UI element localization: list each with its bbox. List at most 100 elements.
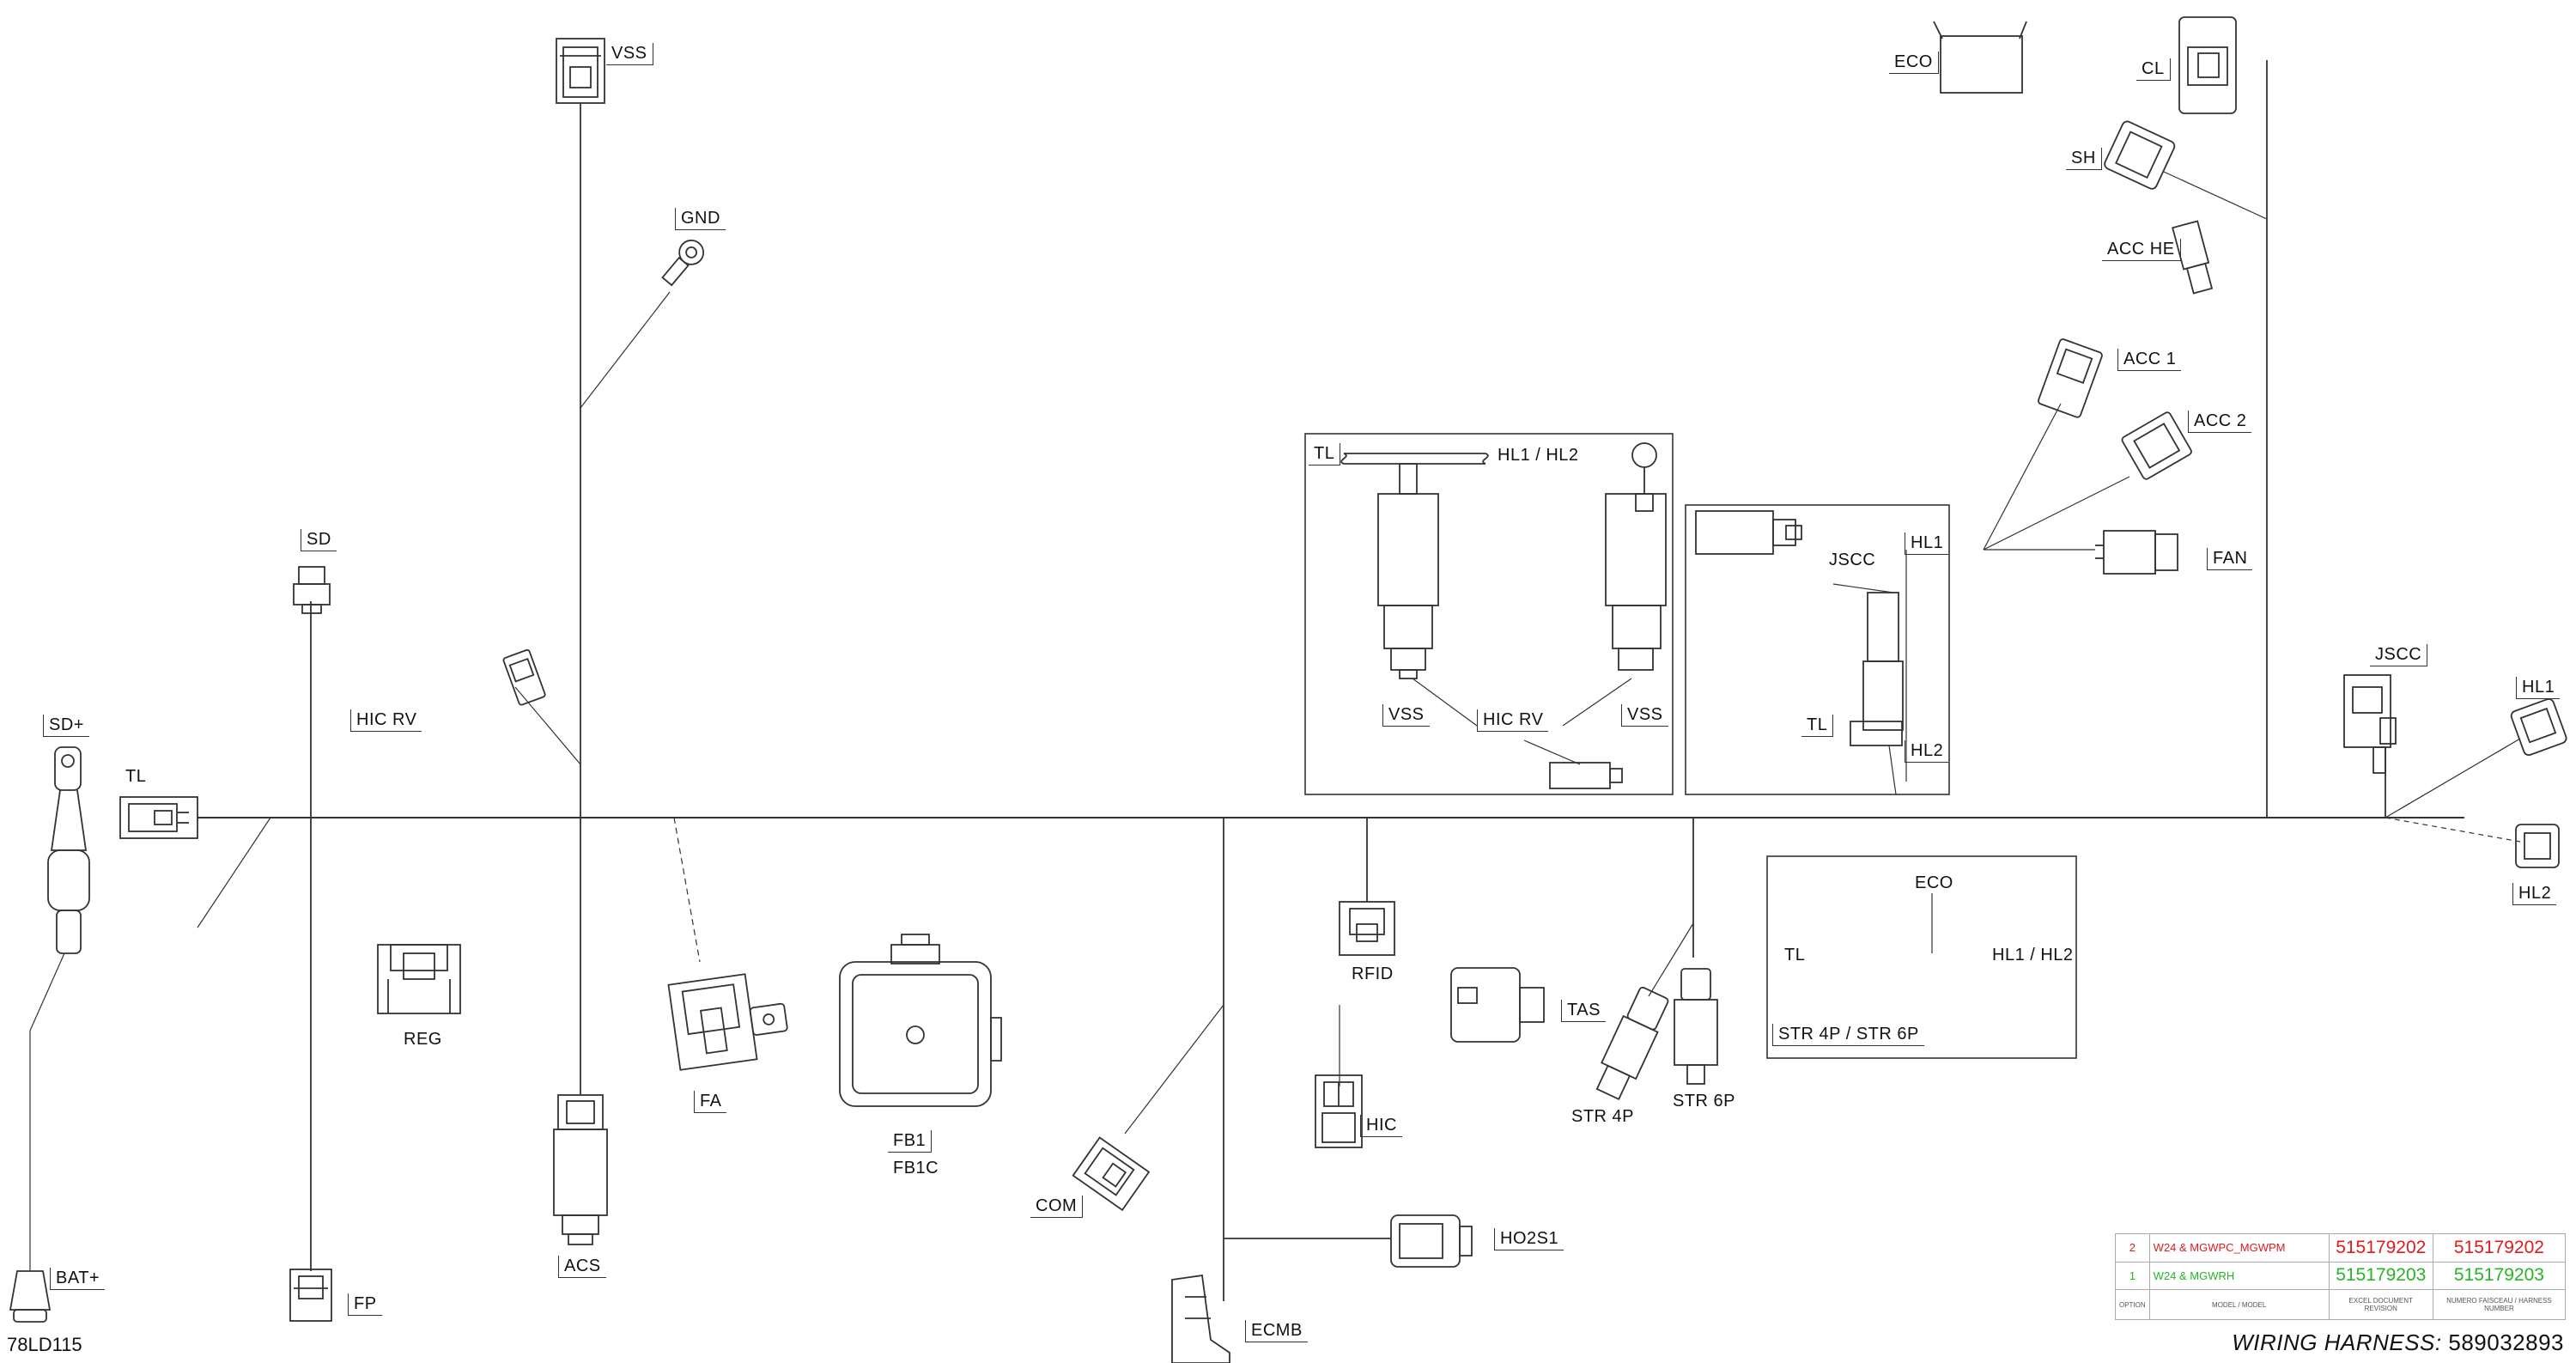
detail-a-label-vss-left: VSS xyxy=(1382,704,1430,727)
sd-connector xyxy=(293,566,331,614)
drawing-code: 78LD115 xyxy=(7,1334,82,1355)
label-sd-plus: SD+ xyxy=(43,715,89,737)
detail-b-jscc-connector xyxy=(1695,510,1802,555)
rev-header-doc: EXCEL DOCUMENT REVISION xyxy=(2328,1289,2433,1320)
hic-connector xyxy=(1315,1074,1363,1148)
rev-harness-number: 515179203 xyxy=(2432,1261,2567,1291)
label-str4p: STR 4P xyxy=(1571,1107,1635,1126)
str4p-connector xyxy=(1595,986,1669,1101)
rev-model: W24 & MGWPC_MGWPM xyxy=(2148,1233,2330,1263)
rev-doc-number: 515179202 xyxy=(2328,1233,2433,1263)
label-hic-rv: HIC RV xyxy=(350,709,422,732)
acc1-connector xyxy=(2038,338,2103,418)
acc-he-connector xyxy=(2172,220,2214,295)
rev-header-option: OPTION xyxy=(2115,1289,2150,1320)
reg-connector xyxy=(377,944,461,1014)
detail-c-label-str: STR 4P / STR 6P xyxy=(1772,1024,1924,1046)
label-rfid: RFID xyxy=(1352,964,1394,983)
rev-harness-number: 515179202 xyxy=(2432,1233,2567,1263)
harness-number: 589032893 xyxy=(2448,1330,2564,1355)
hl2-connector xyxy=(2515,824,2560,868)
detail-c-label-eco: ECO xyxy=(1915,873,1953,892)
detail-b-label-hl2: HL2 xyxy=(1905,740,1949,763)
detail-b-label-tl: TL xyxy=(1801,715,1834,737)
detail-a-label-hl1-hl2: HL1 / HL2 xyxy=(1498,446,1579,465)
label-hic: HIC xyxy=(1360,1115,1402,1137)
str6p-connector xyxy=(1674,968,1718,1085)
label-fan: FAN xyxy=(2207,548,2253,570)
revision-header-row: OPTION MODEL / MODEL EXCEL DOCUMENT REVI… xyxy=(2115,1289,2567,1320)
harness-title: WIRING HARNESS: 589032893 xyxy=(2232,1330,2564,1356)
detail-b-label-hl1: HL1 xyxy=(1905,532,1949,555)
hic-rv-connector xyxy=(502,648,546,706)
detail-a-right-connector xyxy=(1605,493,1667,671)
detail-box-b xyxy=(1685,504,1950,795)
tl-connector xyxy=(119,796,198,839)
label-hl2: HL2 xyxy=(2512,883,2557,905)
rev-model: W24 & MGWRH xyxy=(2148,1261,2330,1291)
label-fb1c: FB1C xyxy=(893,1159,939,1177)
acc2-connector xyxy=(2121,411,2192,480)
label-reg: REG xyxy=(404,1030,442,1049)
revision-row-1: 1 W24 & MGWRH 515179203 515179203 xyxy=(2115,1261,2567,1291)
label-fa: FA xyxy=(694,1091,727,1113)
label-acc2: ACC 2 xyxy=(2188,411,2252,433)
label-ecmb: ECMB xyxy=(1245,1320,1308,1342)
rev-header-harness: NUMERO FAISCEAU / HARNESS NUMBER xyxy=(2432,1289,2567,1320)
rev-doc-number: 515179203 xyxy=(2328,1261,2433,1291)
label-sd: SD xyxy=(301,529,337,551)
cl-connector xyxy=(2178,16,2237,114)
rev-header-model: MODEL / MODEL xyxy=(2148,1289,2330,1320)
gnd-ring-terminal xyxy=(661,239,705,287)
detail-box-c xyxy=(1766,855,2077,1059)
detail-b-label-jscc: JSCC xyxy=(1829,551,1876,569)
detail-a-label-vss-right: VSS xyxy=(1621,704,1668,727)
detail-a-label-hic-rv: HIC RV xyxy=(1477,709,1549,732)
bat-plus-terminal xyxy=(9,1270,52,1323)
eco-relay xyxy=(1933,21,2027,94)
rev-number: 2 xyxy=(2115,1233,2150,1263)
label-acs: ACS xyxy=(558,1256,606,1278)
vss-connector xyxy=(556,38,605,104)
label-cl: CL xyxy=(2136,58,2171,81)
label-acc-he: ACC HE xyxy=(2102,239,2181,261)
revision-table: 2 W24 & MGWPC_MGWPM 515179202 515179202 … xyxy=(2115,1233,2567,1320)
label-acc1: ACC 1 xyxy=(2117,349,2182,371)
label-sh: SH xyxy=(2066,148,2102,170)
label-vss: VSS xyxy=(606,43,653,65)
sh-connector xyxy=(2104,120,2176,190)
tas-connector xyxy=(1450,967,1545,1043)
label-tl: TL xyxy=(125,767,147,786)
label-hl1: HL1 xyxy=(2516,677,2561,699)
label-jscc: JSCC xyxy=(2370,644,2428,666)
detail-a-left-connector xyxy=(1377,463,1439,679)
harness-title-label: WIRING HARNESS: xyxy=(2232,1330,2442,1355)
label-ho2s1: HO2S1 xyxy=(1494,1228,1564,1250)
sd-plus-terminal xyxy=(47,746,90,954)
fa-connector xyxy=(667,973,788,1071)
acs-connector xyxy=(553,1094,608,1245)
fan-connector xyxy=(2095,530,2178,575)
rev-number: 1 xyxy=(2115,1261,2150,1291)
fp-connector xyxy=(289,1269,332,1322)
detail-c-label-tl: TL xyxy=(1784,946,1806,964)
label-eco: ECO xyxy=(1889,52,1939,74)
label-tas: TAS xyxy=(1561,1000,1606,1022)
label-com: COM xyxy=(1030,1196,1084,1218)
fb1-fuse-box xyxy=(839,934,1002,1107)
ho2s1-connector xyxy=(1390,1214,1473,1268)
label-fb1: FB1 xyxy=(888,1130,933,1153)
jscc-connector xyxy=(2343,674,2397,774)
label-str6p: STR 6P xyxy=(1673,1092,1736,1110)
label-bat-plus: BAT+ xyxy=(50,1268,106,1290)
label-fp: FP xyxy=(348,1293,382,1316)
hl1-connector xyxy=(2510,698,2567,757)
detail-c-label-hl1-hl2: HL1 / HL2 xyxy=(1992,946,2074,964)
rfid-connector xyxy=(1339,901,1395,956)
com-connector xyxy=(1072,1136,1151,1212)
ecmb-connector xyxy=(1171,1274,1230,1363)
detail-a-label-tl: TL xyxy=(1309,443,1341,465)
label-gnd: GND xyxy=(675,208,726,230)
detail-box-a xyxy=(1304,433,1674,795)
